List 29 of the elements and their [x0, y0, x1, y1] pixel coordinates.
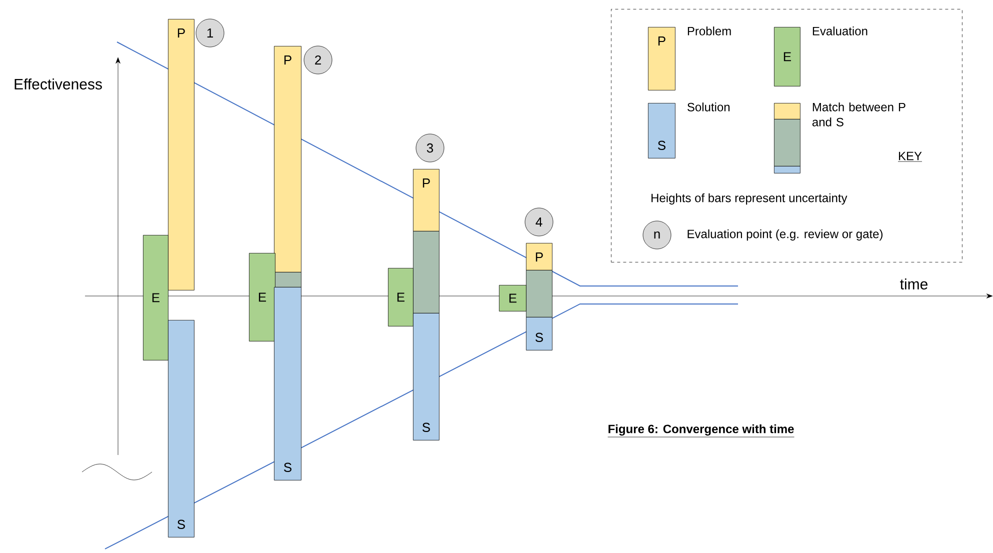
bar	[774, 103, 800, 120]
bar	[526, 270, 552, 318]
letter-bar: S	[526, 317, 552, 350]
bar	[774, 119, 800, 166]
bar	[413, 231, 440, 314]
caption: Figure 6: Convergence with time	[608, 424, 794, 438]
letter-bar: S	[168, 320, 194, 538]
letter-bar: P	[648, 27, 676, 90]
legend-text: Problem	[688, 26, 731, 36]
bar	[774, 166, 800, 174]
letter-bar: E	[388, 268, 414, 326]
letter-bar: S	[648, 103, 676, 158]
bar	[274, 272, 302, 288]
letter-bar: S	[274, 287, 302, 480]
axis-label: Effectiveness	[14, 78, 102, 90]
legend-text: Evaluation	[812, 26, 868, 36]
legend-text: Solution	[687, 102, 730, 112]
letter-bar: E	[249, 253, 276, 342]
letter-bar: E	[774, 27, 800, 86]
legend-text: Evaluation point (e.g. review or gate)	[688, 229, 882, 241]
letter-bar: S	[413, 313, 440, 440]
letter-bar: E	[143, 235, 168, 360]
letter-bar: P	[274, 46, 302, 272]
letter-bar: E	[499, 285, 526, 312]
letter-bar: P	[413, 169, 440, 232]
axis-label: time	[900, 278, 928, 290]
letter-bar: P	[168, 19, 194, 290]
letter-bar: P	[526, 243, 552, 270]
legend-text: Match between P and S	[812, 102, 906, 126]
